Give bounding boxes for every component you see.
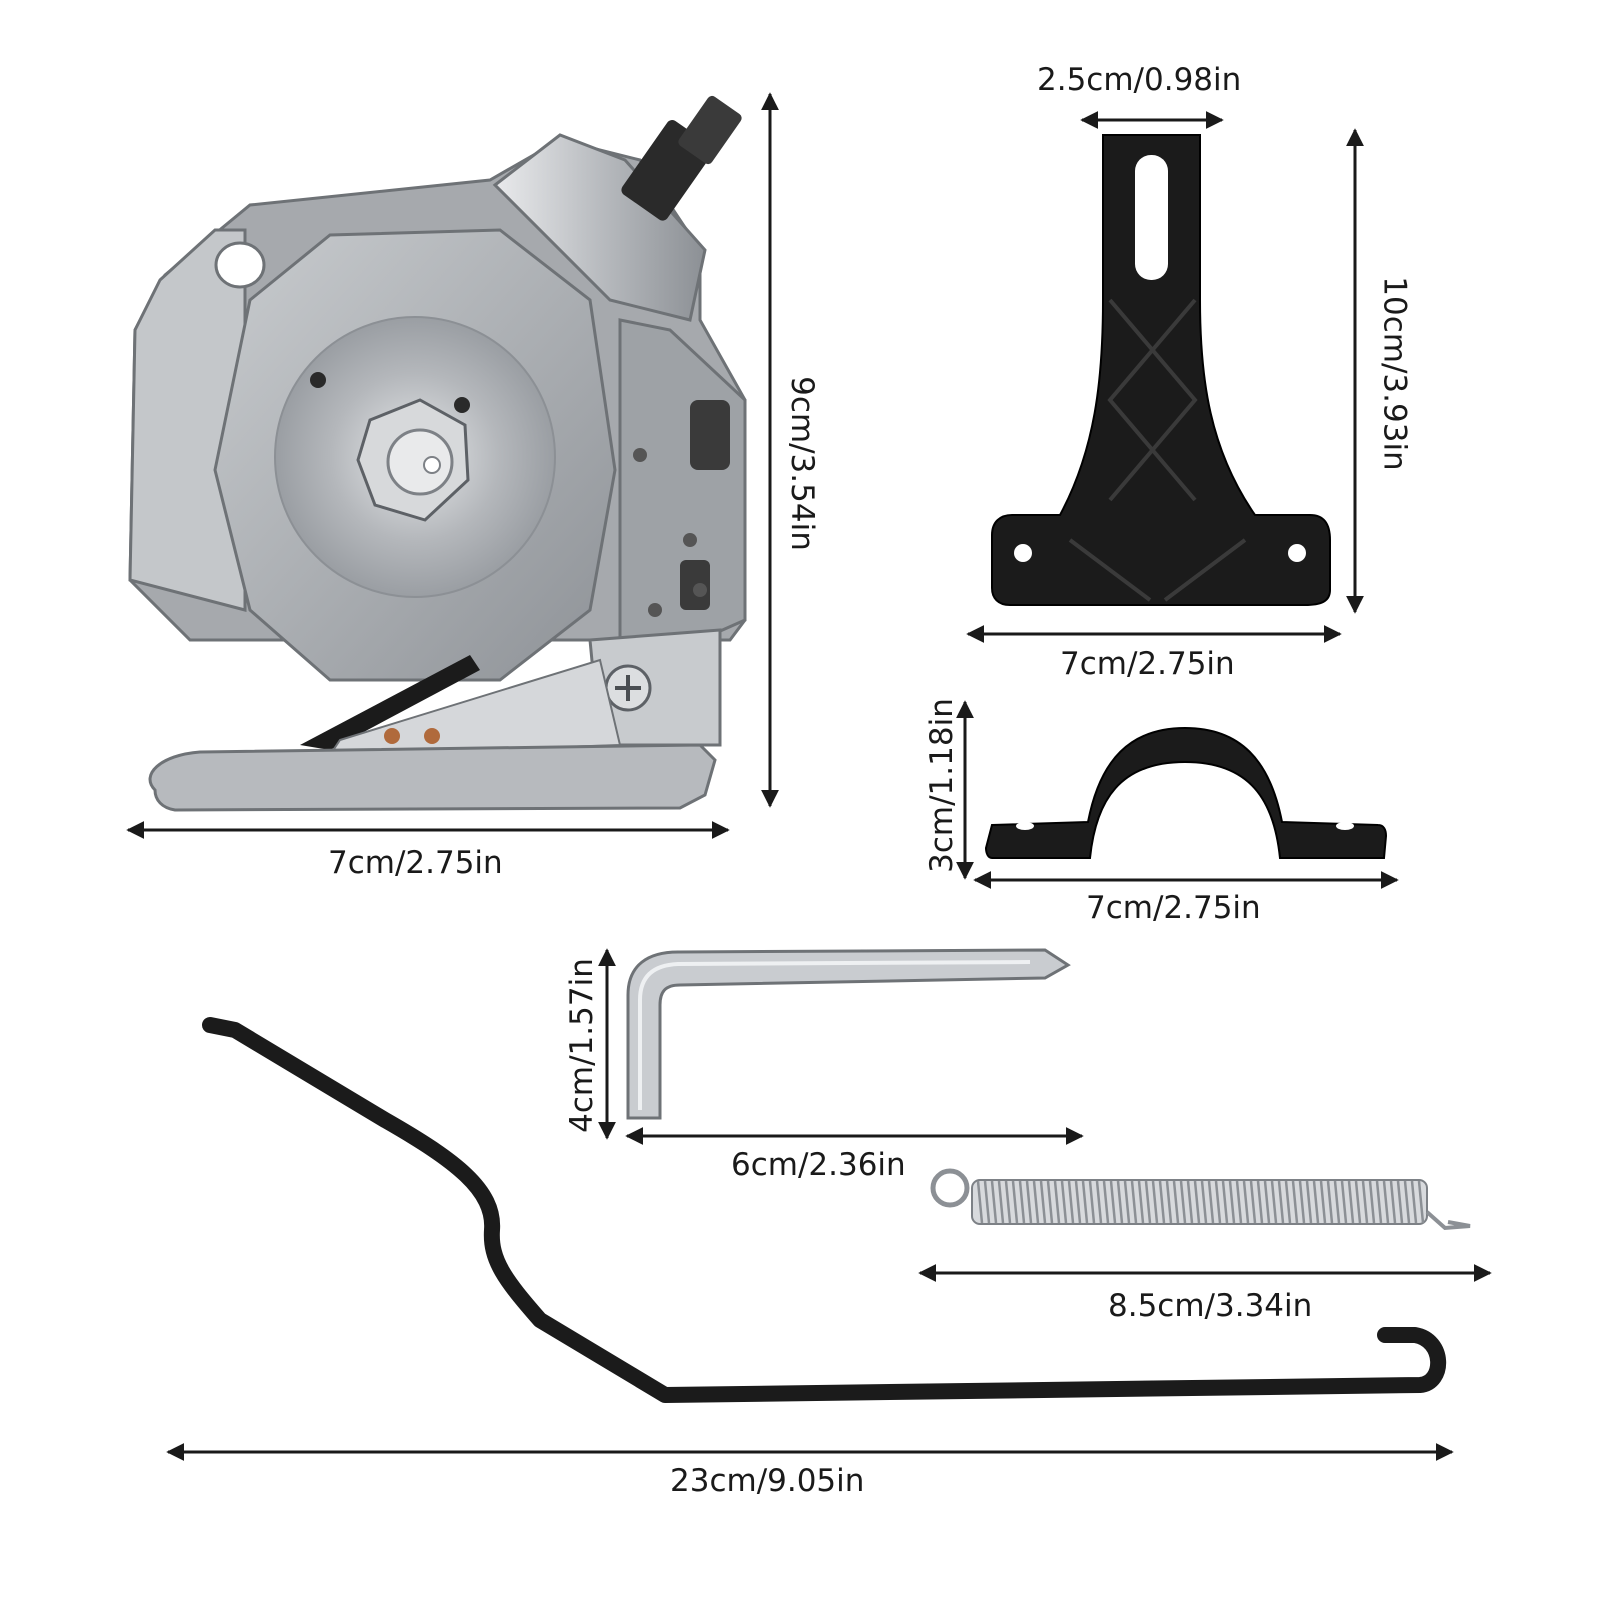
mount-base-width-label: 7cm/2.75in [1060,646,1235,682]
rod-length-label: 23cm/9.05in [670,1463,865,1499]
rotary-cutter-head-icon [128,95,747,812]
pipe-clamp-icon [984,726,1388,859]
hex-key-icon [626,948,1071,1120]
wrench-width-label: 6cm/2.36in [731,1147,906,1183]
extension-spring-icon [930,1168,1471,1231]
spring-length-label: 8.5cm/3.34in [1108,1288,1313,1324]
bent-lever-rod-icon [202,1017,1447,1403]
clamp-height-label: 3cm/1.18in [923,698,960,873]
mount-height-label: 10cm/3.93in [1376,276,1413,471]
mount-top-width-label: 2.5cm/0.98in [1037,62,1242,98]
clamp-width-label: 7cm/2.75in [1086,890,1261,926]
cutter-height-label: 9cm/3.54in [783,376,820,551]
wrench-height-label: 4cm/1.57in [563,958,600,1133]
cutter-width-label: 7cm/2.75in [328,845,503,881]
mounting-bracket-icon [991,134,1331,606]
